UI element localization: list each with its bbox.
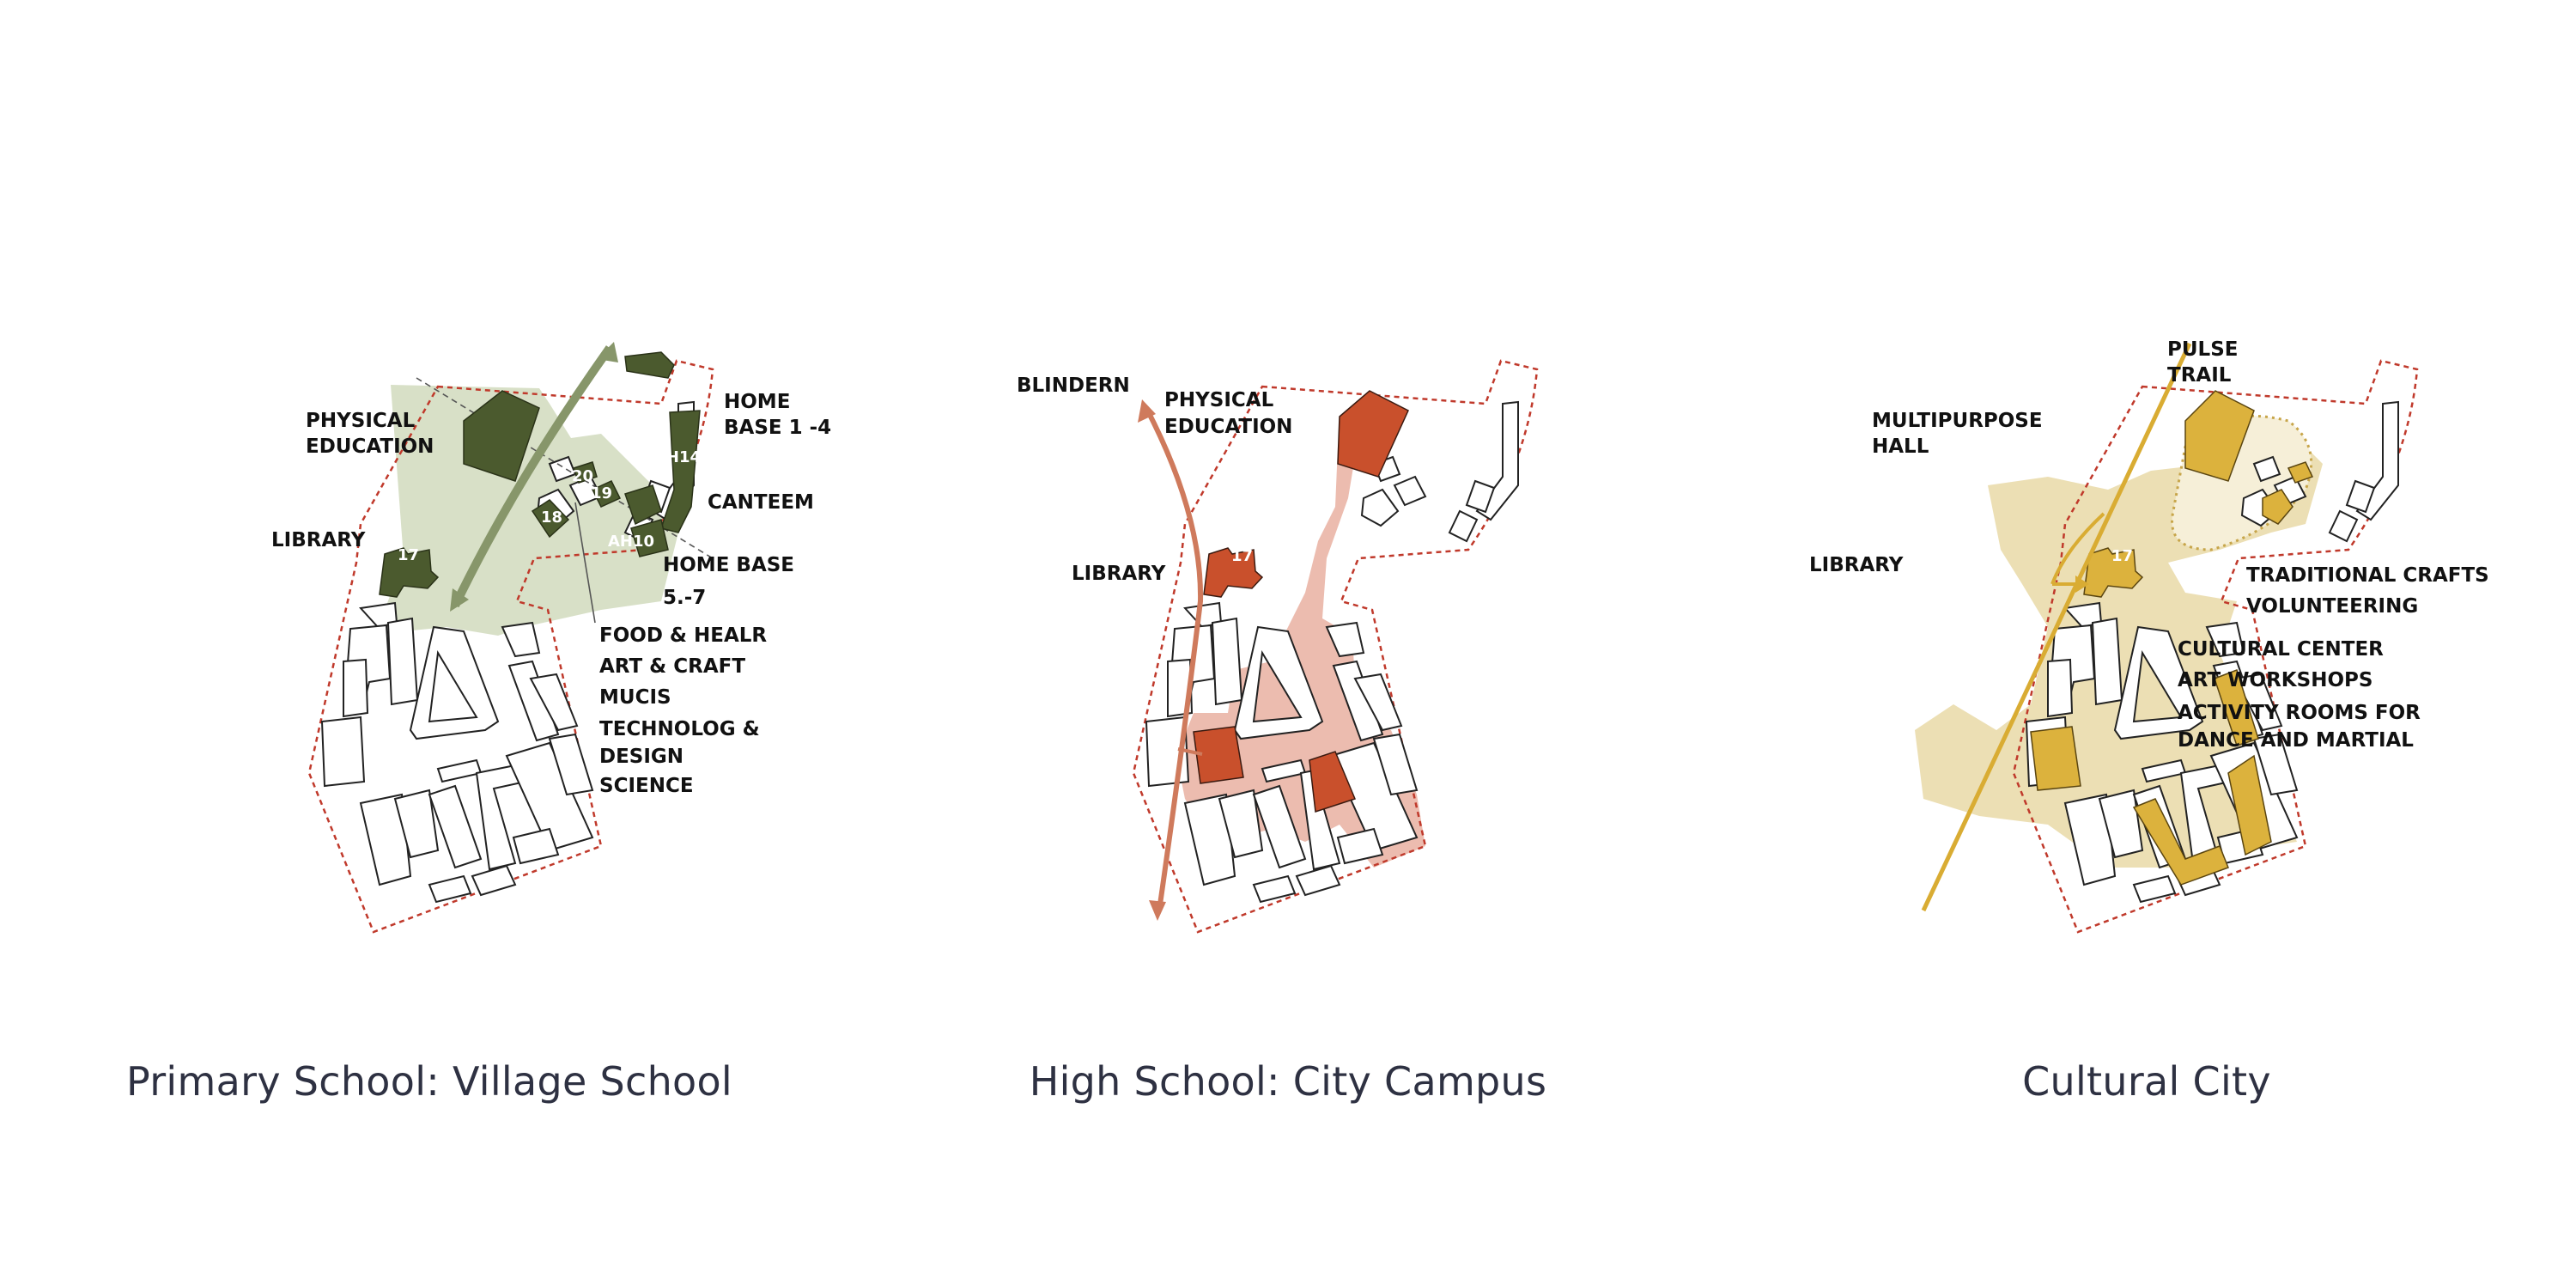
building-ah14-number: AH14: [654, 448, 701, 466]
label-physical-education-line1: PHYSICAL: [1164, 389, 1274, 411]
movement-arrow: [451, 345, 614, 608]
arrow-head-north: [597, 342, 618, 362]
arrow-head-north: [1138, 399, 1156, 423]
trail-building-2: [2262, 489, 2293, 525]
building-17-number: 17: [2111, 547, 2133, 565]
physical-education-building: [1337, 390, 1409, 478]
label-canteen: CANTEEM: [708, 491, 814, 514]
library-building: [2083, 547, 2144, 598]
trail-building-1: [2287, 461, 2314, 484]
art-workshop-building: [2132, 798, 2229, 886]
label-library: LIBRARY: [271, 529, 366, 551]
label-library: LIBRARY: [1072, 563, 1166, 585]
label-art-workshops: ART WORKSHOPS: [2178, 669, 2372, 691]
arrow-head-south: [450, 588, 469, 612]
cultural-center-building: [2214, 669, 2259, 746]
library-branch-head: [2075, 576, 2089, 593]
library-building: [1203, 547, 1264, 598]
label-program-5: DESIGN: [599, 746, 683, 768]
label-home-base-2-line1: HOME BASE: [663, 554, 794, 576]
label-library: LIBRARY: [1809, 554, 1904, 576]
cultural-city-site-map: 17 PULSE TRAIL MULTIPURPOSE HALL LIBRARY…: [1809, 338, 2489, 934]
label-pulse-trail-line1: PULSE: [2167, 338, 2238, 361]
label-program-4: TECHNOLOG &: [599, 718, 760, 740]
label-multipurpose-line1: MULTIPURPOSE: [1872, 410, 2043, 432]
west-building: [2030, 726, 2081, 791]
caption-primary-school: Primary School: Village School: [125, 1058, 733, 1105]
high-school-site-map: 17 BLINDERN PHYSICAL EDUCATION LIBRARY: [1017, 359, 1539, 934]
building-ah10-number: AH10: [608, 533, 654, 551]
label-activity-rooms-line2: DANCE AND MARTIAL: [2178, 729, 2414, 752]
label-program-3: MUCIS: [599, 686, 671, 709]
label-multipurpose-line2: HALL: [1872, 435, 1929, 458]
activity-rooms-building: [2227, 754, 2272, 856]
city-arrow: [1144, 406, 1204, 911]
building-north: [624, 351, 675, 379]
building-ah-small: [624, 484, 662, 526]
building-18-number: 18: [541, 509, 562, 527]
building-ah14: [660, 410, 701, 533]
building-17-number: 17: [1231, 547, 1253, 565]
label-home-base-1-line1: HOME: [724, 391, 790, 413]
label-physical-education-line2: EDUCATION: [1164, 416, 1292, 438]
primary-school-site-map: 17 18 19 20 AH14 AH10 PHYSICAL EDUCATION…: [271, 342, 831, 934]
physical-education-building: [463, 390, 540, 482]
building-19-number: 19: [591, 484, 612, 502]
library-building: [379, 547, 440, 598]
panel-cultural-city: 17 PULSE TRAIL MULTIPURPOSE HALL LIBRARY…: [1717, 0, 2576, 1285]
label-physical-education-line2: EDUCATION: [306, 435, 434, 458]
label-home-base-2-line2: 5.-7: [663, 587, 706, 609]
building-19: [591, 480, 622, 508]
label-traditional-crafts: TRADITIONAL CRAFTS: [2246, 564, 2489, 587]
program-leader-line: [574, 502, 596, 624]
building-17-number: 17: [398, 546, 419, 564]
caption-cultural-city: Cultural City: [2022, 1058, 2271, 1105]
branch-line: [2050, 512, 2105, 585]
label-program-2: ART & CRAFT: [599, 655, 745, 678]
label-physical-education-line1: PHYSICAL: [306, 410, 416, 432]
label-program-1: FOOD & HEALR: [599, 624, 767, 647]
building-18: [531, 499, 570, 539]
building-ah10: [630, 519, 669, 557]
label-activity-rooms-line1: ACTIVITY ROOMS FOR: [2178, 702, 2421, 724]
building-20-number: 20: [572, 467, 593, 485]
panel-high-school: 17 BLINDERN PHYSICAL EDUCATION LIBRARY H…: [859, 0, 1717, 1285]
label-blindern: BLINDERN: [1017, 375, 1130, 397]
label-home-base-1-line2: BASE 1 -4: [724, 417, 831, 439]
label-program-6: SCIENCE: [599, 775, 694, 797]
west-building: [1193, 726, 1244, 784]
label-volunteering: VOLUNTEERING: [2246, 595, 2418, 618]
panel-primary-school: 17 18 19 20 AH14 AH10 PHYSICAL EDUCATION…: [0, 0, 859, 1285]
branch-arrow: [1177, 747, 1203, 756]
label-pulse-trail-line2: TRAIL: [2167, 364, 2232, 387]
multipurpose-hall-building: [2184, 390, 2255, 482]
building-20: [573, 461, 598, 484]
central-building: [1309, 751, 1357, 813]
caption-high-school: High School: City Campus: [1029, 1058, 1547, 1105]
cultural-axis: [1921, 342, 2192, 912]
label-cultural-center: CULTURAL CENTER: [2178, 638, 2384, 661]
arrow-head-south: [1149, 900, 1166, 921]
